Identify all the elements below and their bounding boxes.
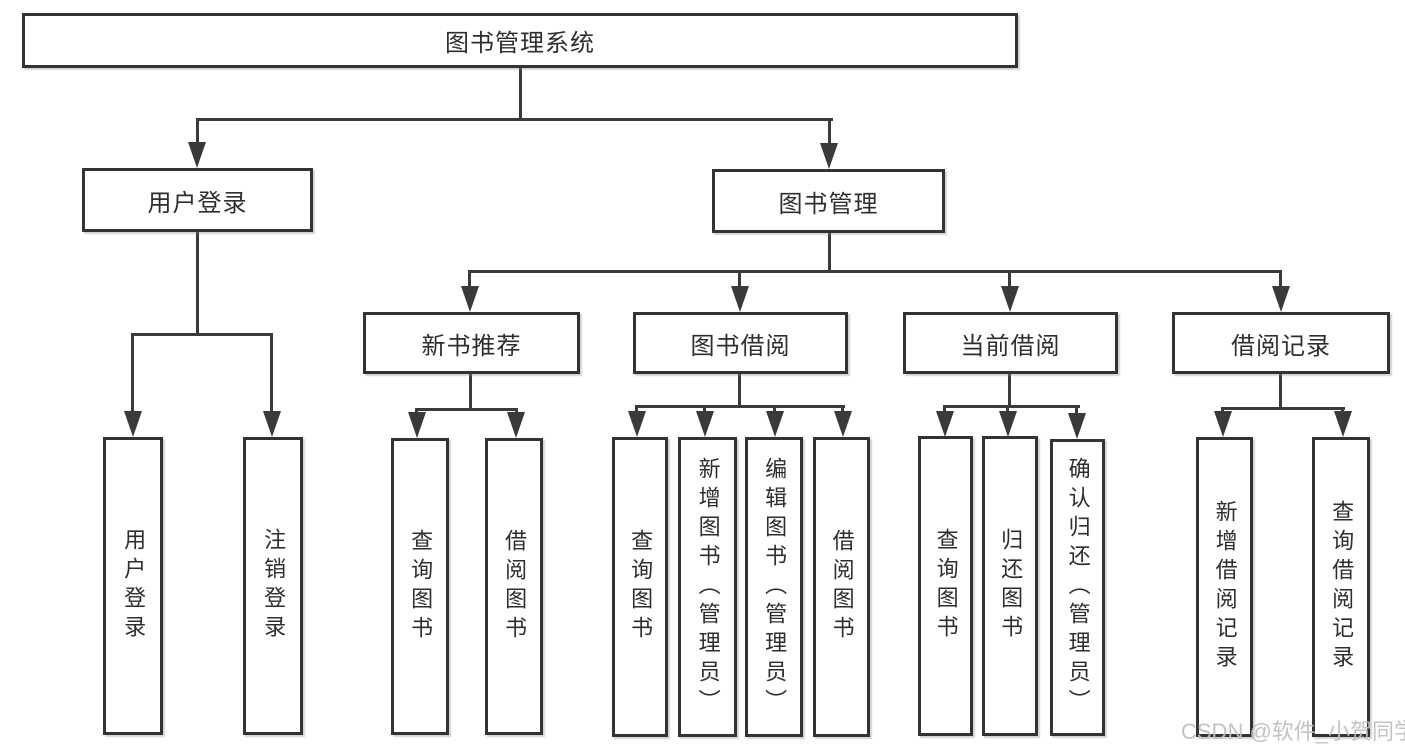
node-root: 图书管理系统 bbox=[22, 13, 1018, 68]
arrow-down-icon bbox=[731, 286, 749, 312]
connector-line bbox=[828, 233, 831, 272]
node-leaf-cb-return-books: 归还图书 bbox=[982, 436, 1038, 736]
arrow-down-icon bbox=[408, 412, 426, 438]
connector-line bbox=[1279, 270, 1282, 288]
connector-line bbox=[1279, 374, 1282, 409]
connector-line bbox=[828, 118, 831, 146]
connector-line bbox=[131, 333, 273, 336]
arrow-down-icon bbox=[461, 286, 479, 312]
connector-line bbox=[131, 333, 134, 411]
connector-line bbox=[468, 270, 471, 288]
node-leaf-logout-label: 注销登录 bbox=[261, 528, 287, 644]
connector-line bbox=[519, 68, 522, 120]
arrow-down-icon bbox=[696, 411, 714, 437]
arrow-down-icon bbox=[507, 412, 525, 438]
connector-line bbox=[270, 333, 273, 411]
connector-line bbox=[515, 408, 518, 415]
node-root-label: 图书管理系统 bbox=[445, 30, 595, 57]
node-new-book-recommend: 新书推荐 bbox=[363, 312, 580, 374]
connector-line bbox=[773, 405, 776, 413]
connector-line bbox=[703, 405, 706, 413]
node-leaf-br-query-record: 查询借阅记录 bbox=[1312, 437, 1370, 737]
connector-line bbox=[1008, 374, 1011, 407]
watermark: CSDN @软件_小贺同学 bbox=[1181, 719, 1405, 744]
arrow-down-icon bbox=[1214, 411, 1232, 437]
connector-line bbox=[1221, 407, 1224, 414]
node-current-borrowing: 当前借阅 bbox=[903, 312, 1118, 374]
node-leaf-bb-query-books-label: 查询图书 bbox=[628, 529, 654, 645]
node-borrow-records: 借阅记录 bbox=[1172, 312, 1390, 374]
arrow-down-icon bbox=[124, 411, 142, 437]
node-current-borrowing-label: 当前借阅 bbox=[960, 332, 1061, 360]
node-leaf-cb-query-books-label: 查询图书 bbox=[933, 528, 959, 644]
node-new-book-recommend-label: 新书推荐 bbox=[421, 332, 522, 360]
node-leaf-cb-confirm-return-label: 确认归还（管理员） bbox=[1065, 457, 1091, 718]
node-leaf-logout: 注销登录 bbox=[243, 437, 303, 735]
node-leaf-br-add-record-label: 新增借阅记录 bbox=[1212, 500, 1238, 674]
arrow-down-icon bbox=[188, 142, 206, 168]
node-user-login-group: 用户登录 bbox=[82, 168, 313, 232]
arrow-down-icon bbox=[1334, 411, 1352, 437]
node-leaf-nb-query-books: 查询图书 bbox=[391, 438, 449, 735]
connector-line bbox=[635, 405, 638, 413]
node-leaf-br-add-record: 新增借阅记录 bbox=[1196, 437, 1253, 737]
arrow-down-icon bbox=[834, 411, 852, 437]
connector-line bbox=[943, 405, 946, 413]
node-leaf-cb-query-books: 查询图书 bbox=[918, 436, 973, 736]
node-leaf-br-query-record-label: 查询借阅记录 bbox=[1329, 500, 1355, 674]
node-leaf-cb-return-books-label: 归还图书 bbox=[998, 528, 1024, 644]
connector-line bbox=[1008, 270, 1011, 288]
connector-line bbox=[738, 270, 741, 288]
node-leaf-nb-borrow-books-label: 借阅图书 bbox=[502, 528, 528, 645]
node-book-borrowing-label: 图书借阅 bbox=[690, 332, 791, 360]
node-leaf-bb-edit-books: 编辑图书（管理员） bbox=[745, 437, 803, 737]
connector-line bbox=[196, 118, 833, 121]
connector-line bbox=[738, 374, 741, 407]
node-leaf-nb-borrow-books: 借阅图书 bbox=[485, 438, 543, 735]
connector-line bbox=[841, 405, 844, 413]
connector-line bbox=[415, 408, 418, 415]
arrow-down-icon bbox=[936, 411, 954, 437]
connector-line bbox=[635, 405, 845, 408]
arrow-down-icon bbox=[766, 411, 784, 437]
arrow-down-icon bbox=[1272, 286, 1290, 312]
connector-line bbox=[468, 270, 1282, 273]
node-user-login-group-label: 用户登录 bbox=[147, 189, 248, 217]
arrow-down-icon bbox=[1001, 286, 1019, 312]
node-book-management: 图书管理 bbox=[712, 169, 945, 233]
node-leaf-bb-borrow-books-label: 借阅图书 bbox=[829, 529, 855, 645]
connector-line bbox=[943, 405, 1080, 408]
arrow-down-icon bbox=[1068, 413, 1086, 439]
connector-line bbox=[196, 118, 199, 146]
connector-line bbox=[1221, 407, 1345, 410]
arrow-down-icon bbox=[263, 411, 281, 437]
connector-line bbox=[1006, 405, 1009, 413]
connector-line bbox=[196, 232, 199, 336]
node-leaf-user-login-label: 用户登录 bbox=[121, 528, 147, 644]
node-leaf-bb-borrow-books: 借阅图书 bbox=[813, 437, 870, 737]
node-leaf-bb-add-books: 新增图书（管理员） bbox=[678, 437, 737, 737]
arrow-down-icon bbox=[999, 411, 1017, 437]
connector-line bbox=[1341, 407, 1344, 414]
node-leaf-cb-confirm-return: 确认归还（管理员） bbox=[1050, 439, 1105, 736]
node-book-borrowing: 图书借阅 bbox=[633, 312, 848, 374]
arrow-down-icon bbox=[628, 411, 646, 437]
node-leaf-bb-add-books-label: 新增图书（管理员） bbox=[695, 456, 721, 718]
connector-line bbox=[415, 408, 518, 411]
node-book-management-label: 图书管理 bbox=[778, 190, 879, 218]
connector-line bbox=[469, 374, 472, 410]
arrow-down-icon bbox=[820, 143, 838, 169]
node-leaf-bb-edit-books-label: 编辑图书（管理员） bbox=[762, 456, 788, 718]
node-leaf-user-login: 用户登录 bbox=[103, 437, 163, 735]
node-leaf-nb-query-books-label: 查询图书 bbox=[408, 528, 434, 645]
node-borrow-records-label: 借阅记录 bbox=[1231, 332, 1331, 360]
connector-line bbox=[1075, 405, 1078, 413]
node-leaf-bb-query-books: 查询图书 bbox=[612, 437, 668, 737]
